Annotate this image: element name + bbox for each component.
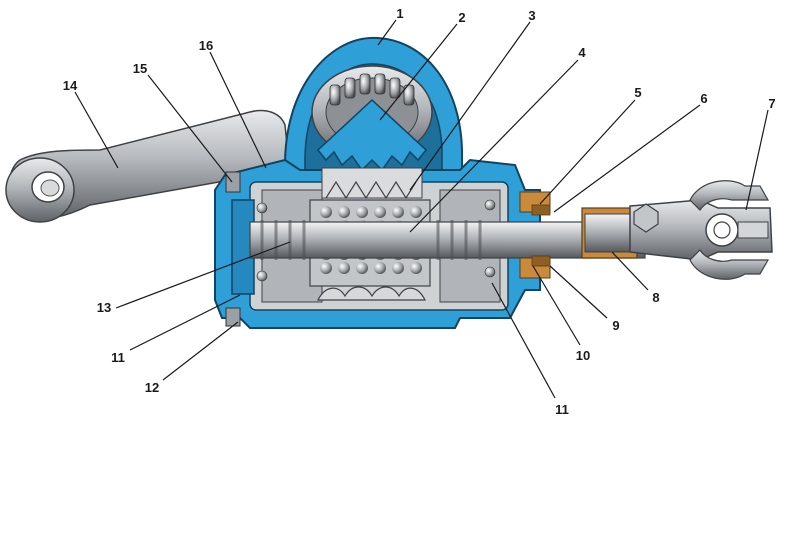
callout-11-right: 11 xyxy=(555,402,569,417)
callout-13: 13 xyxy=(97,300,111,315)
callout-11-left: 11 xyxy=(111,350,125,365)
callout-12: 12 xyxy=(145,380,159,395)
leader-2 xyxy=(379,23,458,121)
callout-10: 10 xyxy=(576,348,590,363)
callout-7: 7 xyxy=(768,96,775,111)
leader-16 xyxy=(209,51,267,169)
leader-11a xyxy=(129,294,241,351)
pitman-arm xyxy=(5,109,291,223)
callout-1: 1 xyxy=(396,6,403,21)
callout-labels: 1 2 3 4 5 6 7 8 9 10 11 11 12 13 14 15 1… xyxy=(63,6,776,417)
leader-14 xyxy=(74,91,119,169)
worm-bearing-right xyxy=(484,199,496,278)
worm-bearing-left xyxy=(256,202,268,282)
leader-7 xyxy=(745,109,769,211)
intermediate-shaft-sleeve xyxy=(581,207,638,259)
worm-shaft xyxy=(249,220,646,260)
callout-3: 3 xyxy=(528,8,535,23)
leader-10 xyxy=(532,265,581,346)
shaft-seal xyxy=(519,191,551,279)
leader-13 xyxy=(115,241,291,309)
leader-3 xyxy=(409,21,531,191)
callout-14: 14 xyxy=(63,78,78,93)
callout-16: 16 xyxy=(199,38,213,53)
leader-8 xyxy=(611,251,649,291)
callout-5: 5 xyxy=(634,85,641,100)
callout-8: 8 xyxy=(652,290,659,305)
leader-4 xyxy=(409,59,579,233)
callout-9: 9 xyxy=(612,318,619,333)
callout-6: 6 xyxy=(700,91,707,106)
leader-11b xyxy=(491,282,556,399)
callout-15: 15 xyxy=(133,61,147,76)
leader-9 xyxy=(549,265,608,319)
universal-joint-yoke xyxy=(629,180,773,280)
leader-lines xyxy=(74,19,769,399)
leader-5 xyxy=(539,99,636,205)
callout-4: 4 xyxy=(578,45,586,60)
leader-6 xyxy=(553,104,701,213)
leader-1 xyxy=(377,19,397,46)
roller-bearing xyxy=(329,73,415,106)
leader-12 xyxy=(162,321,239,381)
callout-2: 2 xyxy=(458,10,465,25)
sector-gear xyxy=(316,98,428,200)
leader-15 xyxy=(147,74,233,183)
